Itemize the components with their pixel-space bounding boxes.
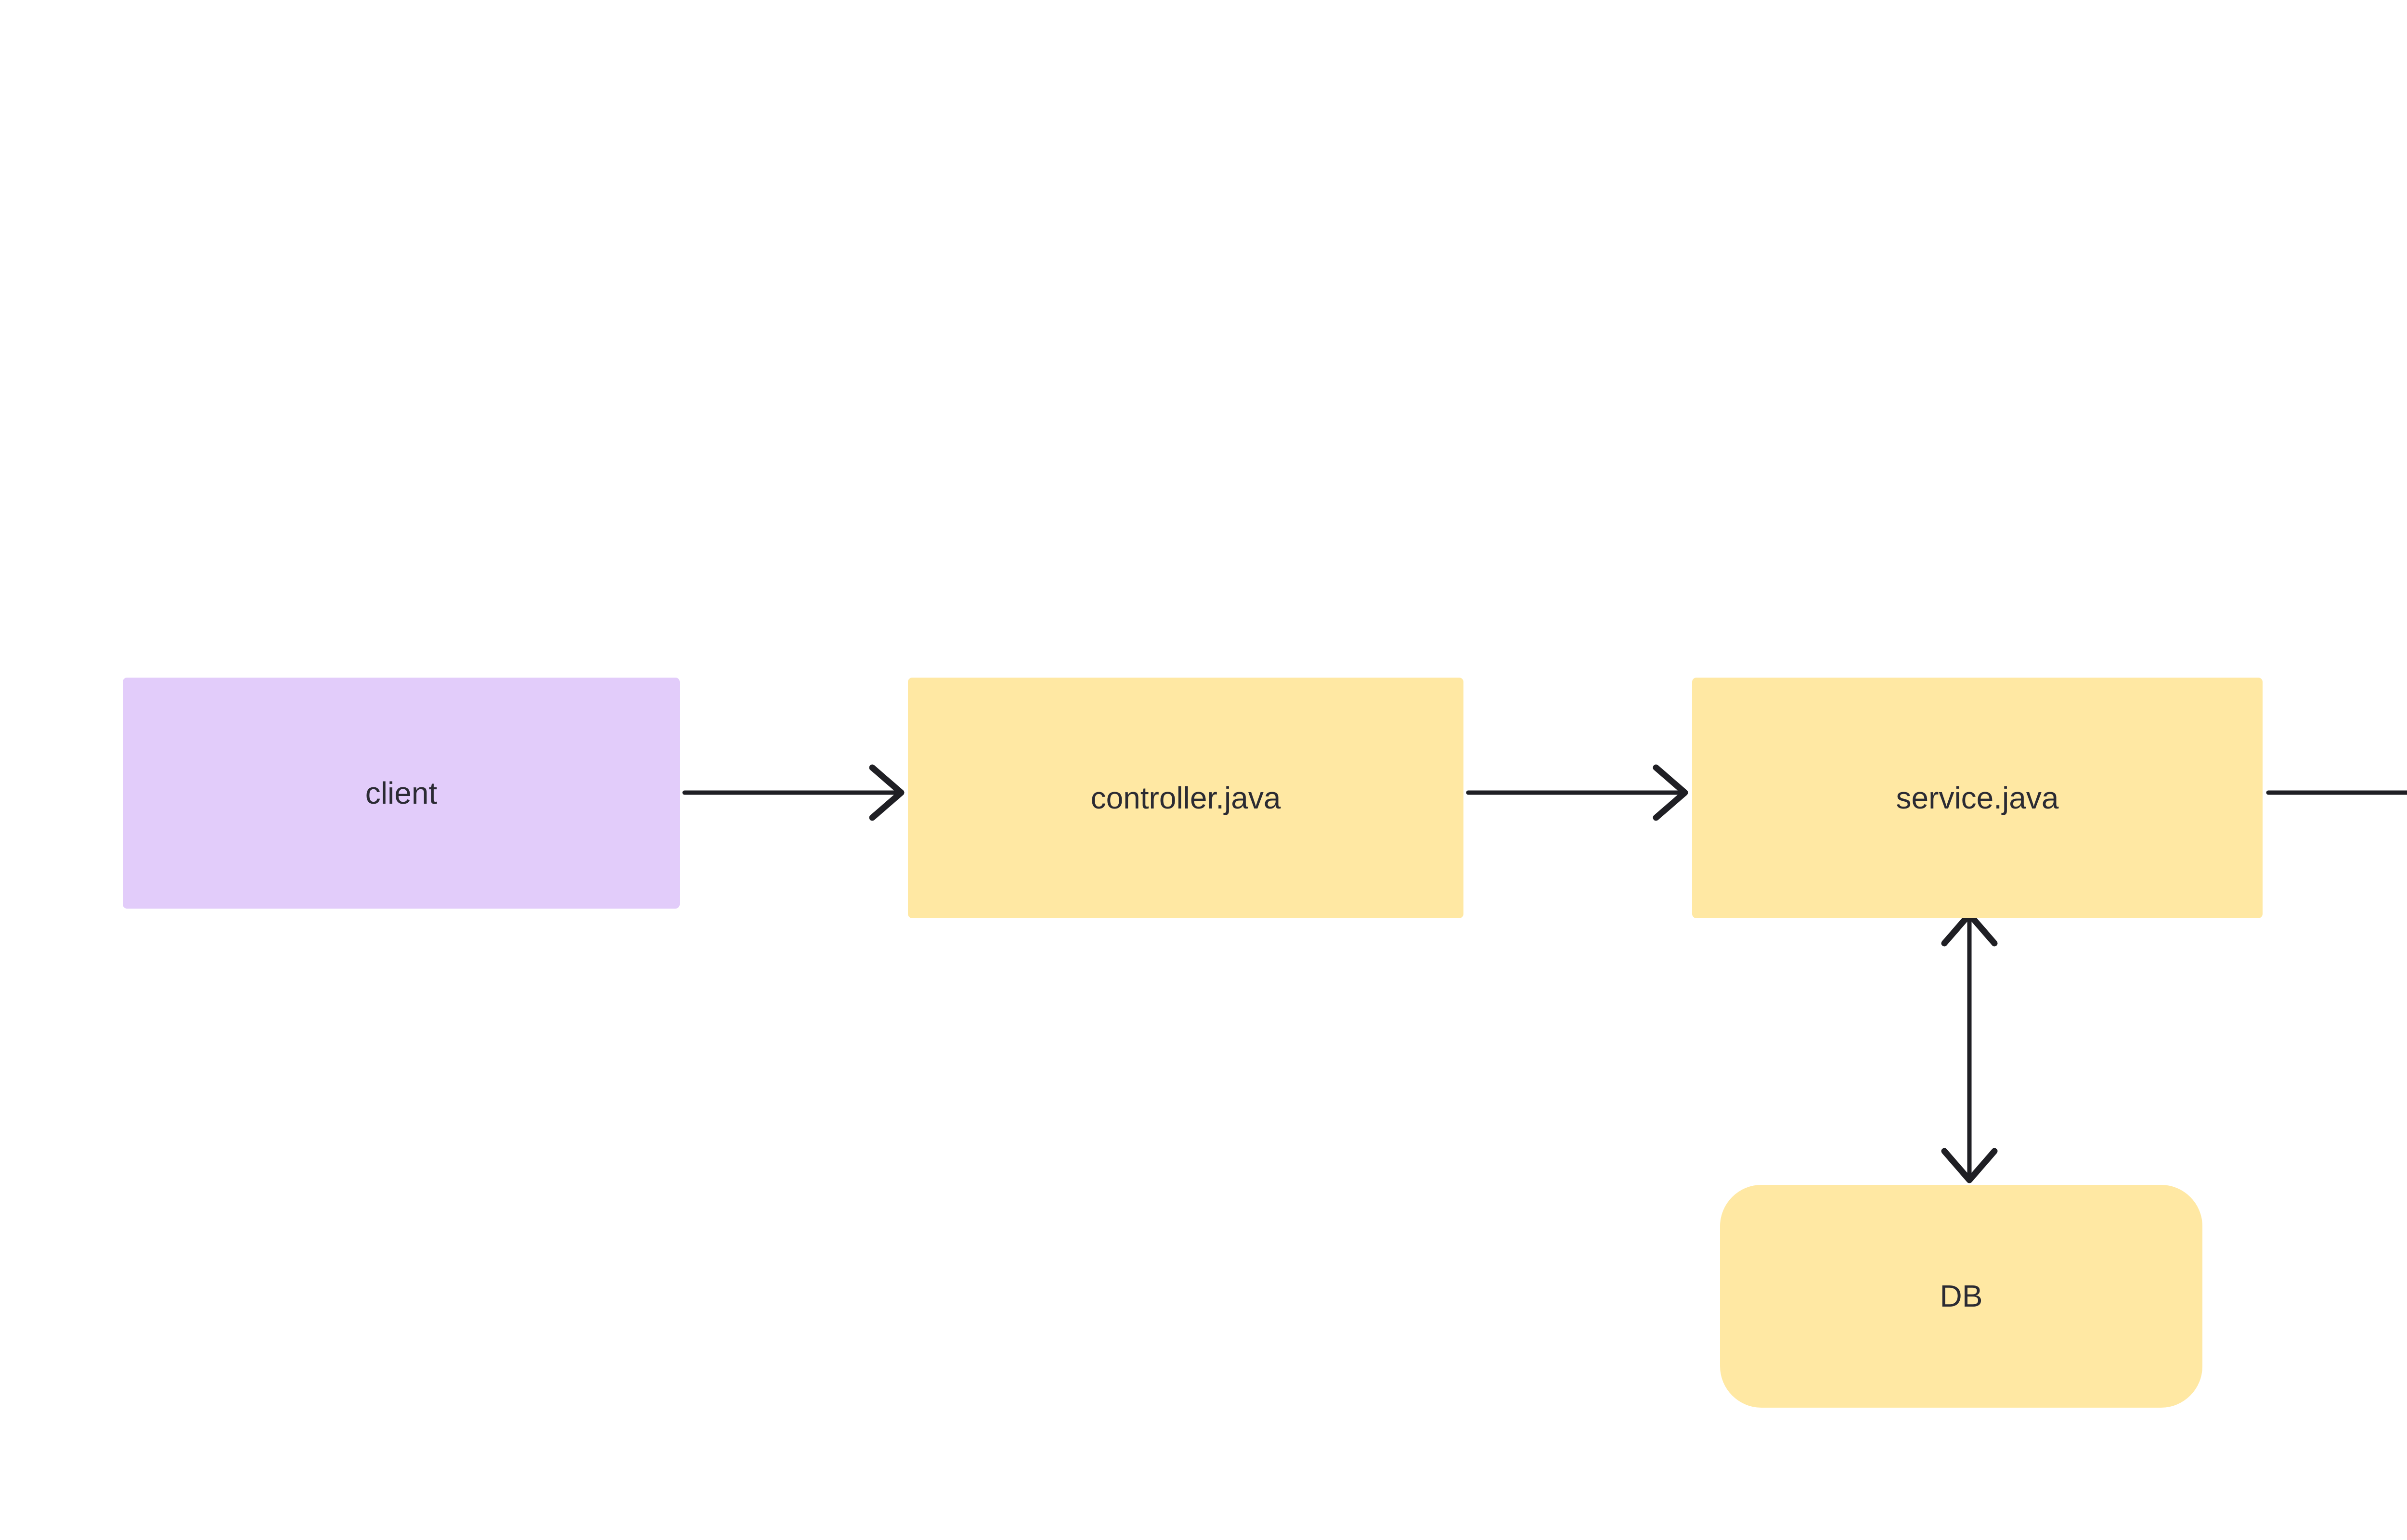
- edge-service-to-inapppurchaseservice: [2266, 790, 2407, 795]
- node-client-label: client: [365, 775, 438, 810]
- node-db[interactable]: DB: [1720, 1185, 2202, 1408]
- node-client[interactable]: client: [123, 678, 680, 909]
- edge-service-to-db: [1941, 911, 1998, 1183]
- node-service-label: service.java: [1896, 780, 2059, 815]
- edge-controller-to-service: [1466, 764, 1688, 821]
- node-controller-label: controller.java: [1090, 780, 1281, 815]
- edge-client-to-controller: [682, 764, 905, 821]
- node-service[interactable]: service.java: [1692, 678, 2263, 918]
- node-db-label: DB: [1940, 1279, 1983, 1314]
- node-controller[interactable]: controller.java: [908, 678, 1463, 918]
